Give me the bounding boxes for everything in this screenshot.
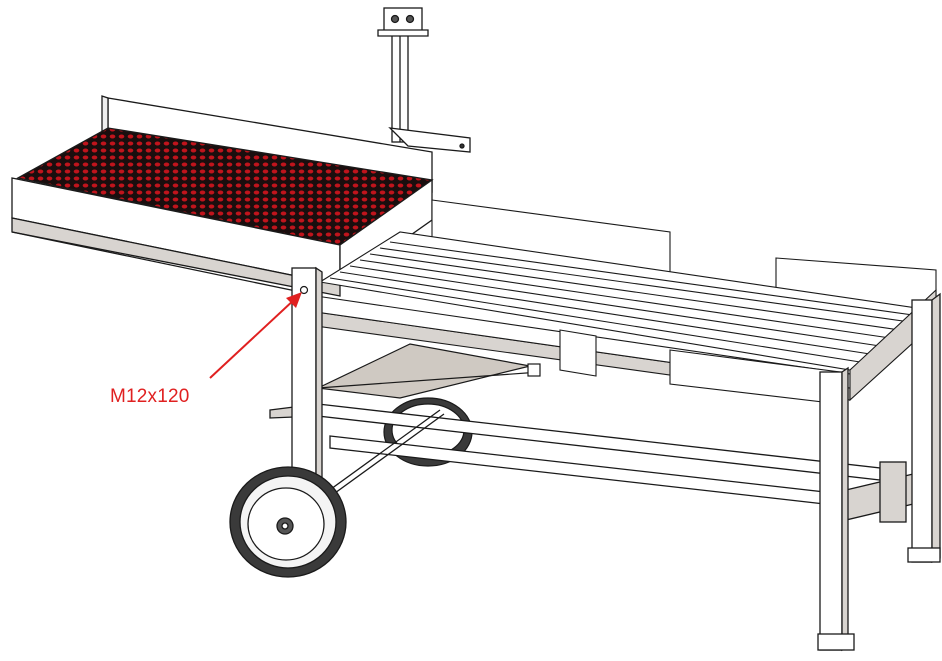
support-plate	[315, 343, 541, 399]
bolt-marker	[299, 285, 309, 295]
upright-post	[377, 7, 471, 153]
bolt-callout-label: M12x120	[110, 386, 190, 407]
front-wheel	[229, 466, 347, 578]
callout-arrow	[209, 292, 302, 379]
roller-bed	[315, 199, 937, 405]
